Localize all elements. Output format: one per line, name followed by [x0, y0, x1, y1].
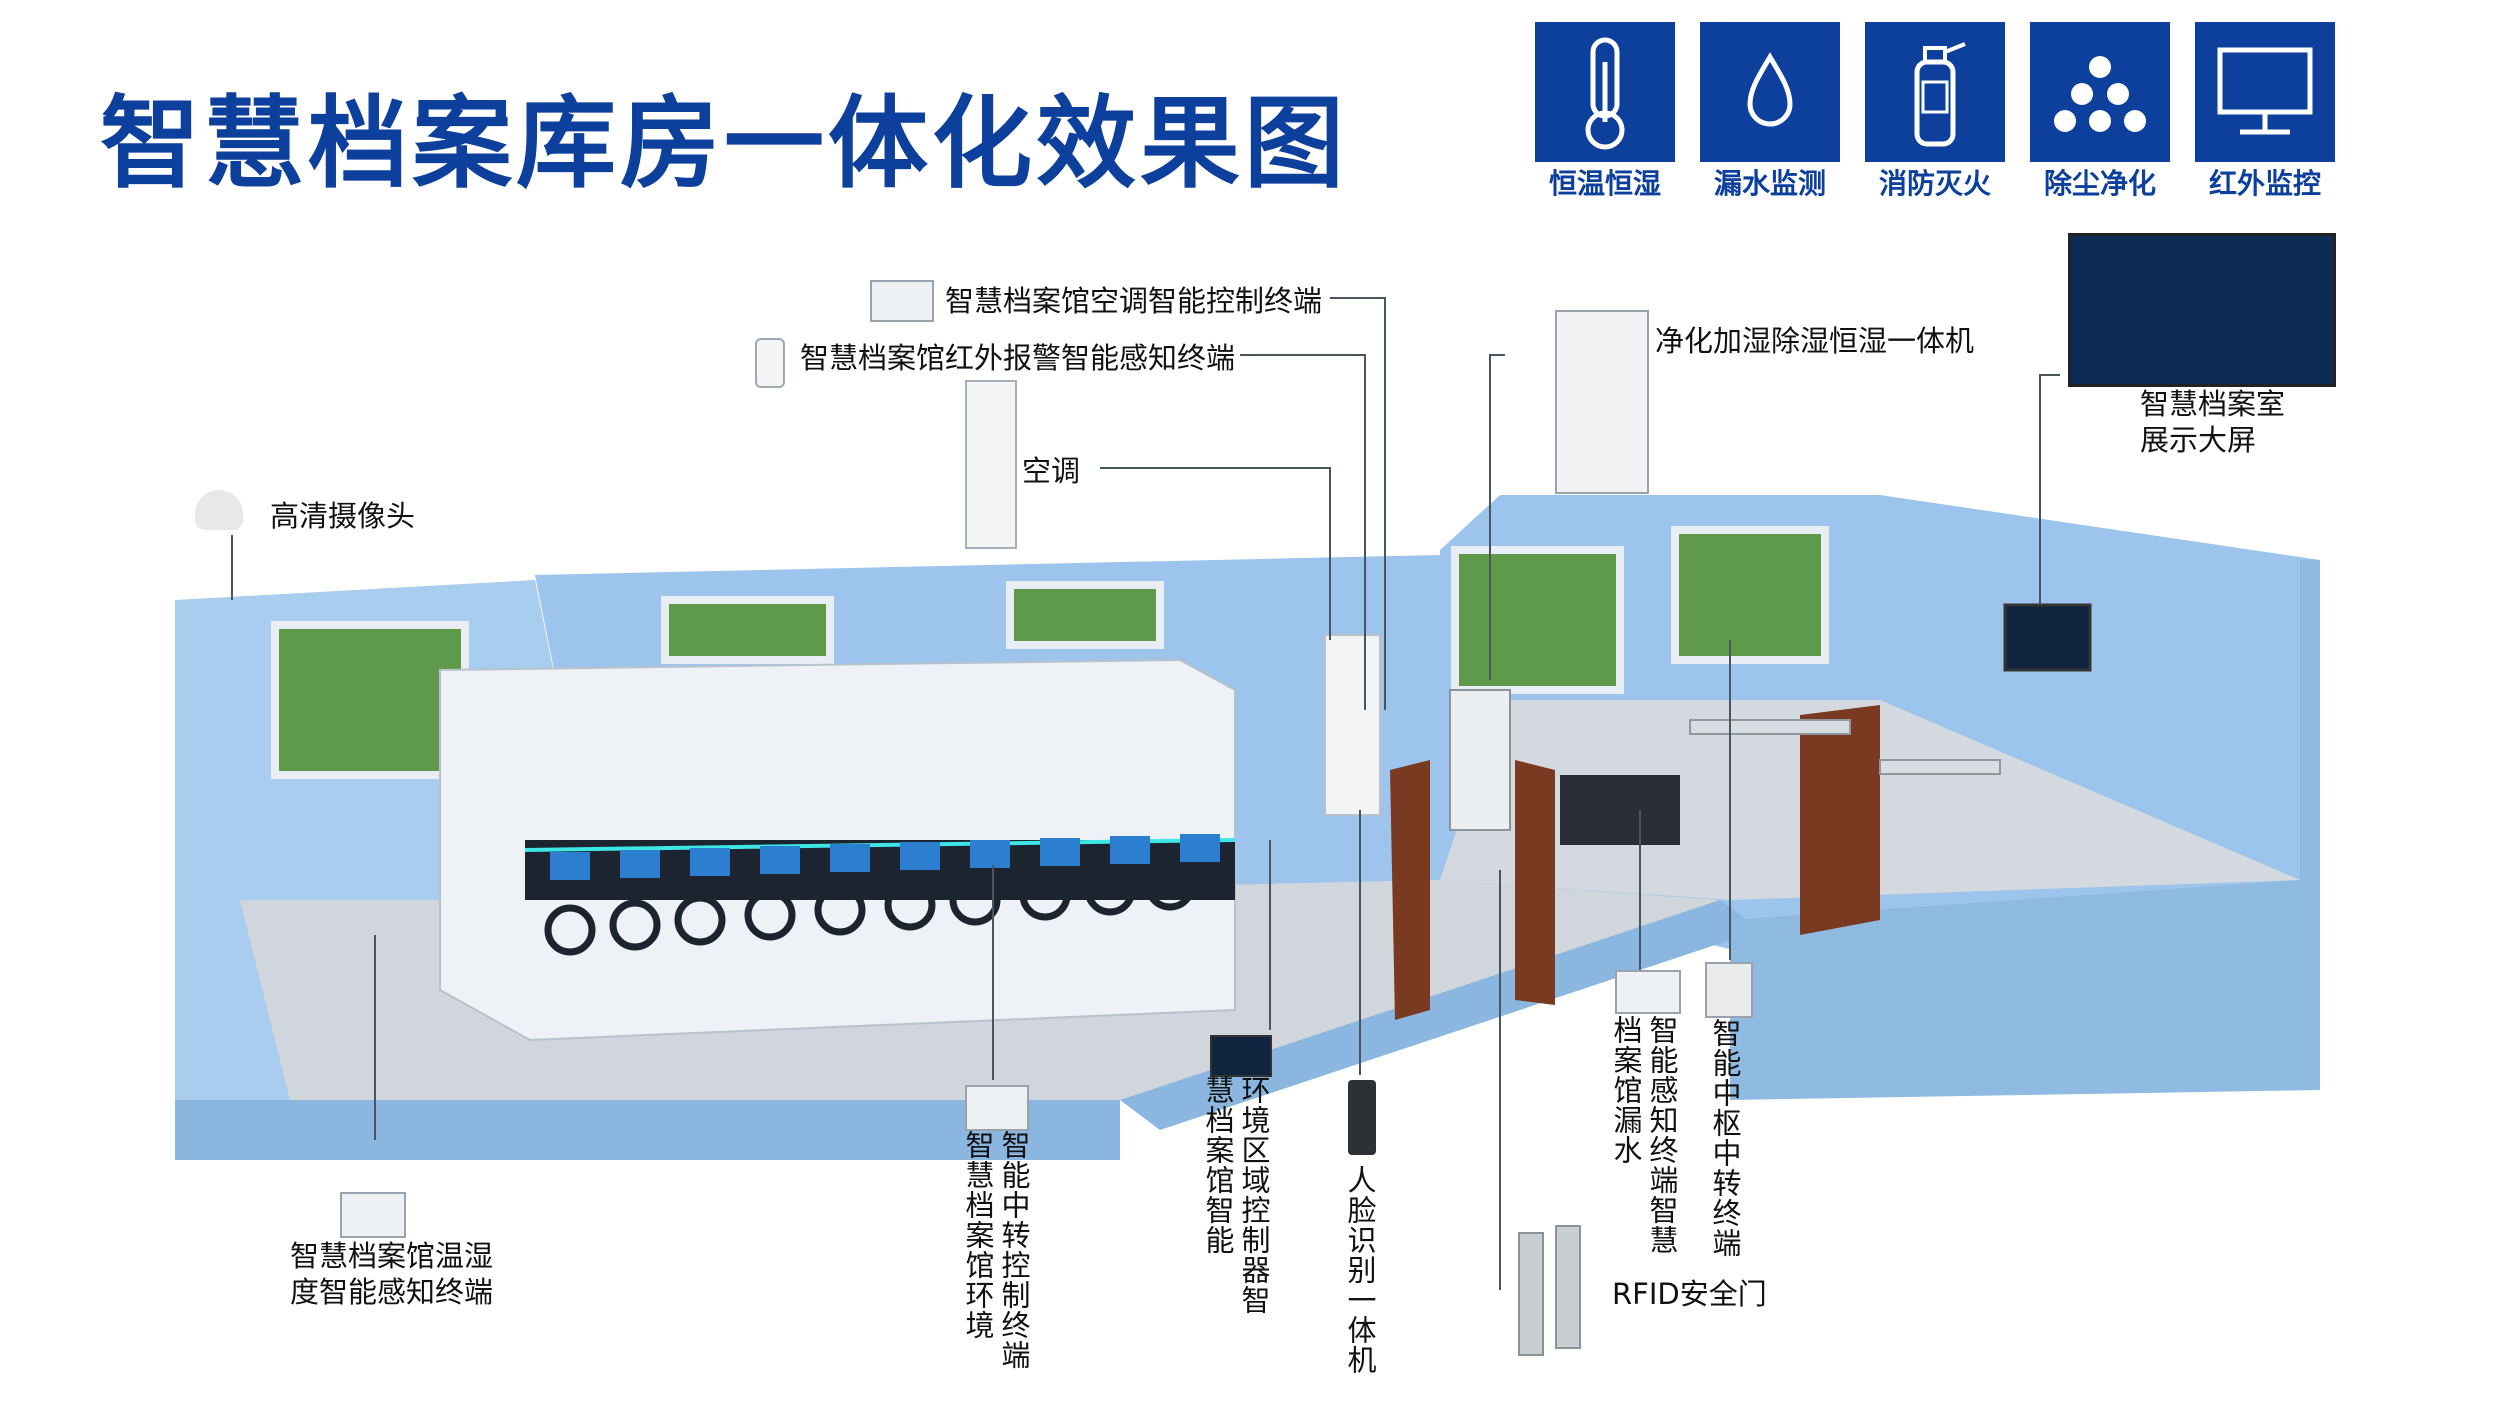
- feature-label: 漏水监测: [1713, 167, 1826, 200]
- feature-leak: [1700, 22, 1840, 162]
- fire-extinguisher-icon: [1914, 42, 1966, 147]
- feature-label: 消防灭火: [1878, 167, 1991, 200]
- callout-water-leak: 智能感知终端智慧档案馆漏水: [1609, 1015, 1679, 1255]
- ir-sensor-device: [755, 338, 785, 388]
- temp-humidity-device: [340, 1192, 406, 1238]
- rfid-gate-post-left: [1518, 1232, 1544, 1356]
- feature-label: 恒温恒湿: [1548, 167, 1661, 200]
- hub-relay-device: [1705, 962, 1753, 1018]
- sofa: [1560, 775, 1680, 845]
- relay-device: [965, 1085, 1029, 1131]
- monitor-icon: [2217, 47, 2313, 135]
- window: [271, 526, 1829, 779]
- callout-rfid-gate: RFID安全门: [1612, 1277, 1767, 1311]
- camera-icon: [195, 490, 243, 530]
- connector-lines: [231, 297, 2060, 1290]
- shelf-handwheels: [544, 859, 1196, 956]
- water-drop-icon: [1747, 52, 1793, 127]
- callout-ir-alarm: 智慧档案馆红外报警智能感知终端: [800, 341, 1236, 375]
- office-door: [1800, 705, 1880, 935]
- callout-face-recognition: 人脸识别一体机: [1343, 1165, 1377, 1375]
- callout-relay-env: 智能中转控制终端智慧档案馆环境: [961, 1130, 1031, 1370]
- callout-hd-camera: 高清摄像头: [270, 499, 416, 533]
- door-right: [1515, 760, 1555, 1005]
- purifier-device: [1555, 310, 1649, 494]
- dust-dots-icon: [2054, 56, 2146, 132]
- feature-label: 除尘净化: [2043, 167, 2156, 200]
- callout-purifier: 净化加湿除湿恒湿一体机: [1655, 324, 1975, 358]
- feature-fire: [1865, 22, 2005, 162]
- feature-dust: [2030, 22, 2170, 162]
- feature-thermostat: [1535, 22, 1675, 162]
- callout-temp-humidity: 智慧档案馆温湿度智能感知终端: [290, 1239, 494, 1309]
- door-left: [1390, 760, 1430, 1020]
- feature-label: 红外监控: [2208, 167, 2321, 200]
- face-terminal-device: [1348, 1080, 1376, 1155]
- callout-display-screen: 智慧档案室 展示大屏: [2140, 387, 2286, 457]
- callout-ac-terminal: 智慧档案馆空调智能控制终端: [945, 284, 1323, 318]
- display-screen-device: [2068, 233, 2336, 387]
- rfid-gate-post-right: [1555, 1225, 1581, 1349]
- room-air-conditioner: [1324, 634, 1381, 816]
- zone-controller-device: [1210, 1035, 1272, 1077]
- page-title: 智慧档案库房一体化效果图: [100, 85, 1348, 202]
- thermometer-icon: [1585, 37, 1625, 150]
- air-conditioner-device: [965, 380, 1017, 549]
- room-purifier: [1449, 689, 1511, 831]
- water-leak-device: [1615, 970, 1681, 1014]
- callout-zone-controller: 环境区域控制器智慧档案馆智能: [1201, 1075, 1271, 1315]
- ac-terminal-device: [870, 280, 934, 322]
- feature-monitor: [2195, 22, 2335, 162]
- callout-hub-relay: 智能中枢中转终端: [1708, 1018, 1742, 1258]
- shelf-screens: [550, 834, 1220, 880]
- callout-air-conditioner: 空调: [1022, 454, 1081, 488]
- wall-display: [2003, 603, 2092, 672]
